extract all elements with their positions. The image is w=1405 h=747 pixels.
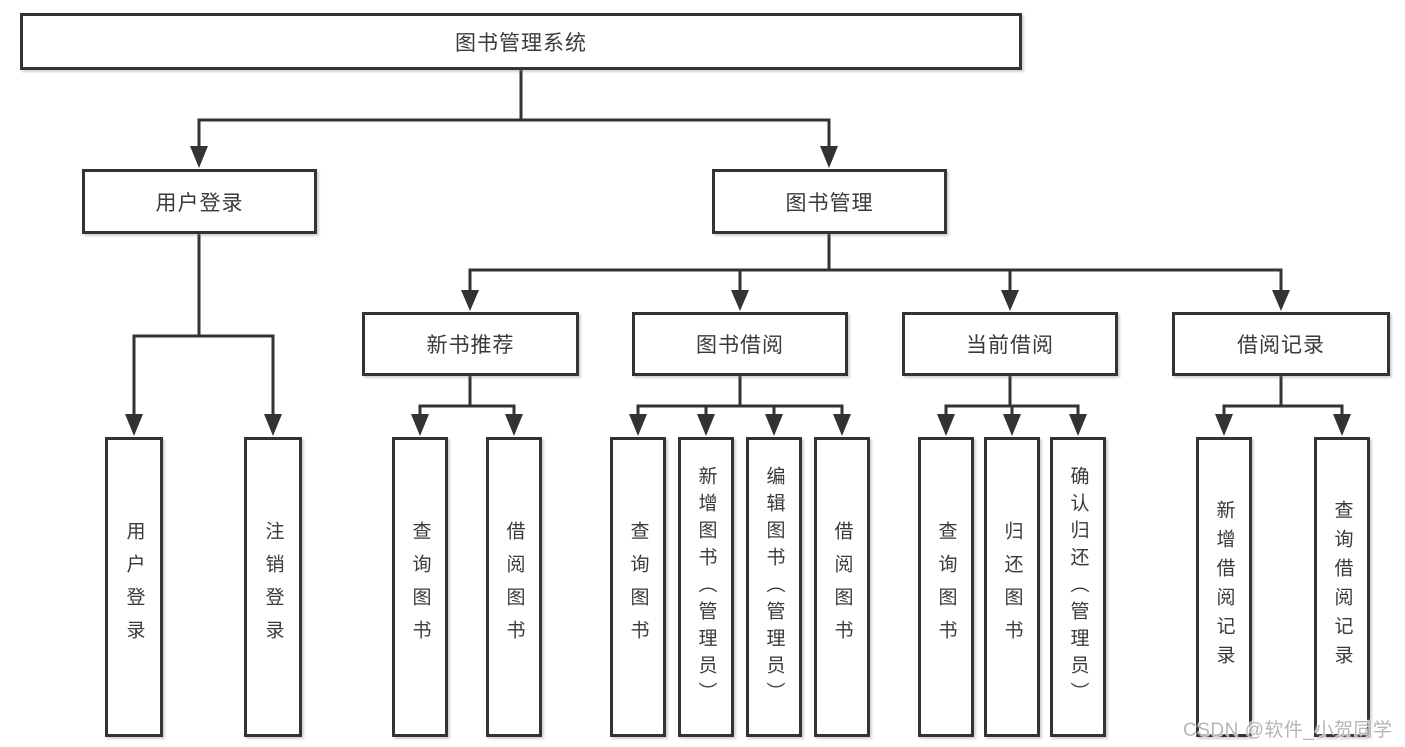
- leaf-borrow-books: 借阅图书: [814, 437, 870, 737]
- node-new-book-recommend: 新书推荐: [362, 312, 579, 376]
- node-user-login: 用户登录: [82, 169, 317, 234]
- node-book-borrowing: 图书借阅: [632, 312, 848, 376]
- connector-borrow-records-leaves: [1215, 375, 1351, 436]
- leaf-user-login: 用户登录: [105, 437, 163, 737]
- connector-root-to-level2: [190, 69, 838, 168]
- leaf-query-books-current: 查询图书: [918, 437, 974, 737]
- leaf-confirm-return-admin: 确认归还（管理员）: [1050, 437, 1106, 737]
- leaf-query-borrow-record: 查询借阅记录: [1314, 437, 1370, 737]
- node-current-borrowing: 当前借阅: [902, 312, 1118, 376]
- connector-new-book-rec-leaves: [411, 375, 523, 436]
- leaf-add-books-admin: 新增图书（管理员）: [678, 437, 734, 737]
- leaf-borrow-books-recommend: 借阅图书: [486, 437, 542, 737]
- node-borrowing-records: 借阅记录: [1172, 312, 1390, 376]
- node-book-management: 图书管理: [712, 169, 947, 234]
- leaf-logout: 注销登录: [244, 437, 302, 737]
- leaf-add-borrow-record: 新增借阅记录: [1196, 437, 1252, 737]
- leaf-query-books-recommend: 查询图书: [392, 437, 448, 737]
- connector-current-borrow-leaves: [937, 375, 1087, 436]
- connector-user-login-leaves: [125, 233, 282, 436]
- connector-book-borrow-leaves: [629, 375, 851, 436]
- leaf-edit-books-admin: 编辑图书（管理员）: [746, 437, 802, 737]
- leaf-return-books: 归还图书: [984, 437, 1040, 737]
- connector-book-mgmt-to-level3: [461, 233, 1290, 311]
- leaf-query-books-borrowing: 查询图书: [610, 437, 666, 737]
- csdn-watermark: CSDN @软件_小贺同学: [1183, 720, 1393, 741]
- node-library-management-system: 图书管理系统: [20, 13, 1022, 70]
